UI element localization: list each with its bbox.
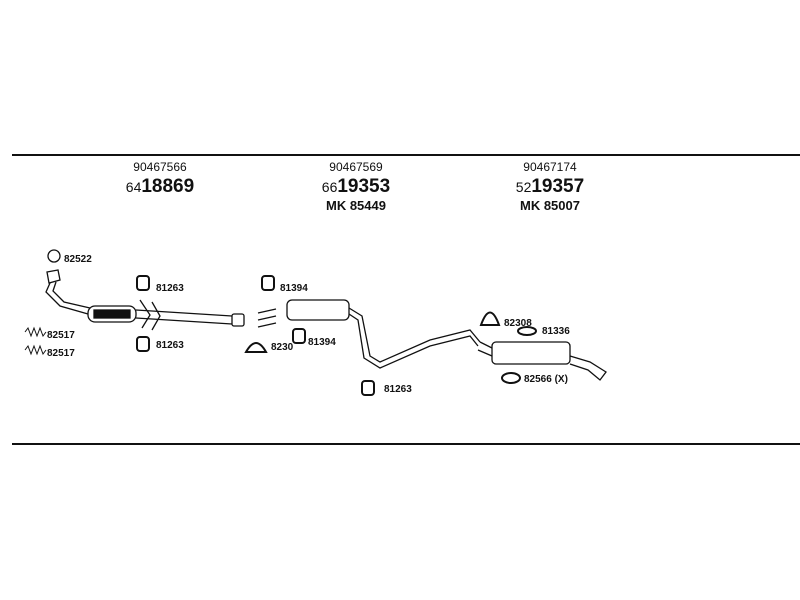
part-label: 82566 (X) xyxy=(524,374,568,385)
part-number: 6418869 xyxy=(125,176,195,197)
mount-icon xyxy=(136,336,150,352)
mount-icon xyxy=(292,328,306,344)
part-label: 81336 xyxy=(542,326,570,337)
part-label: 82308 xyxy=(504,318,532,329)
mk-number: MK 85449 xyxy=(326,198,386,213)
clamp-icon xyxy=(244,342,268,353)
oem-number: 90467566 xyxy=(133,160,187,174)
mk-number: MK 85007 xyxy=(520,198,580,213)
gasket-icon xyxy=(517,326,537,336)
mount-icon xyxy=(261,275,275,291)
part-number: 5219357 xyxy=(515,176,585,197)
mount-icon xyxy=(136,275,150,291)
top-divider xyxy=(12,154,800,156)
oem-number: 90467174 xyxy=(523,160,577,174)
clamp-icon xyxy=(479,311,501,326)
gasket-icon xyxy=(501,372,521,384)
part-label: 8230 xyxy=(271,342,294,353)
part-number: 6619353 xyxy=(321,176,391,197)
spring-icon xyxy=(24,326,47,338)
part-label: 81394 xyxy=(280,283,308,294)
section-1-header: 90467566 6418869 xyxy=(90,161,230,196)
front-pipe-drawing xyxy=(45,249,245,331)
rear-muffler-drawing xyxy=(477,341,607,381)
oem-number: 90467569 xyxy=(329,160,383,174)
spring-icon xyxy=(24,344,47,356)
center-pipe-drawing xyxy=(257,299,481,369)
part-label: 82517 xyxy=(47,330,75,341)
part-label: 81394 xyxy=(308,337,336,348)
bottom-divider xyxy=(12,443,800,445)
part-label: 81263 xyxy=(156,340,184,351)
part-label: 82517 xyxy=(47,348,75,359)
part-label: 81263 xyxy=(156,283,184,294)
part-label: 81263 xyxy=(384,384,412,395)
part-label: 82522 xyxy=(64,254,92,265)
mount-icon xyxy=(361,380,375,396)
section-2-header: 90467569 6619353 MK 85449 xyxy=(286,161,426,212)
section-3-header: 90467174 5219357 MK 85007 xyxy=(480,161,620,212)
